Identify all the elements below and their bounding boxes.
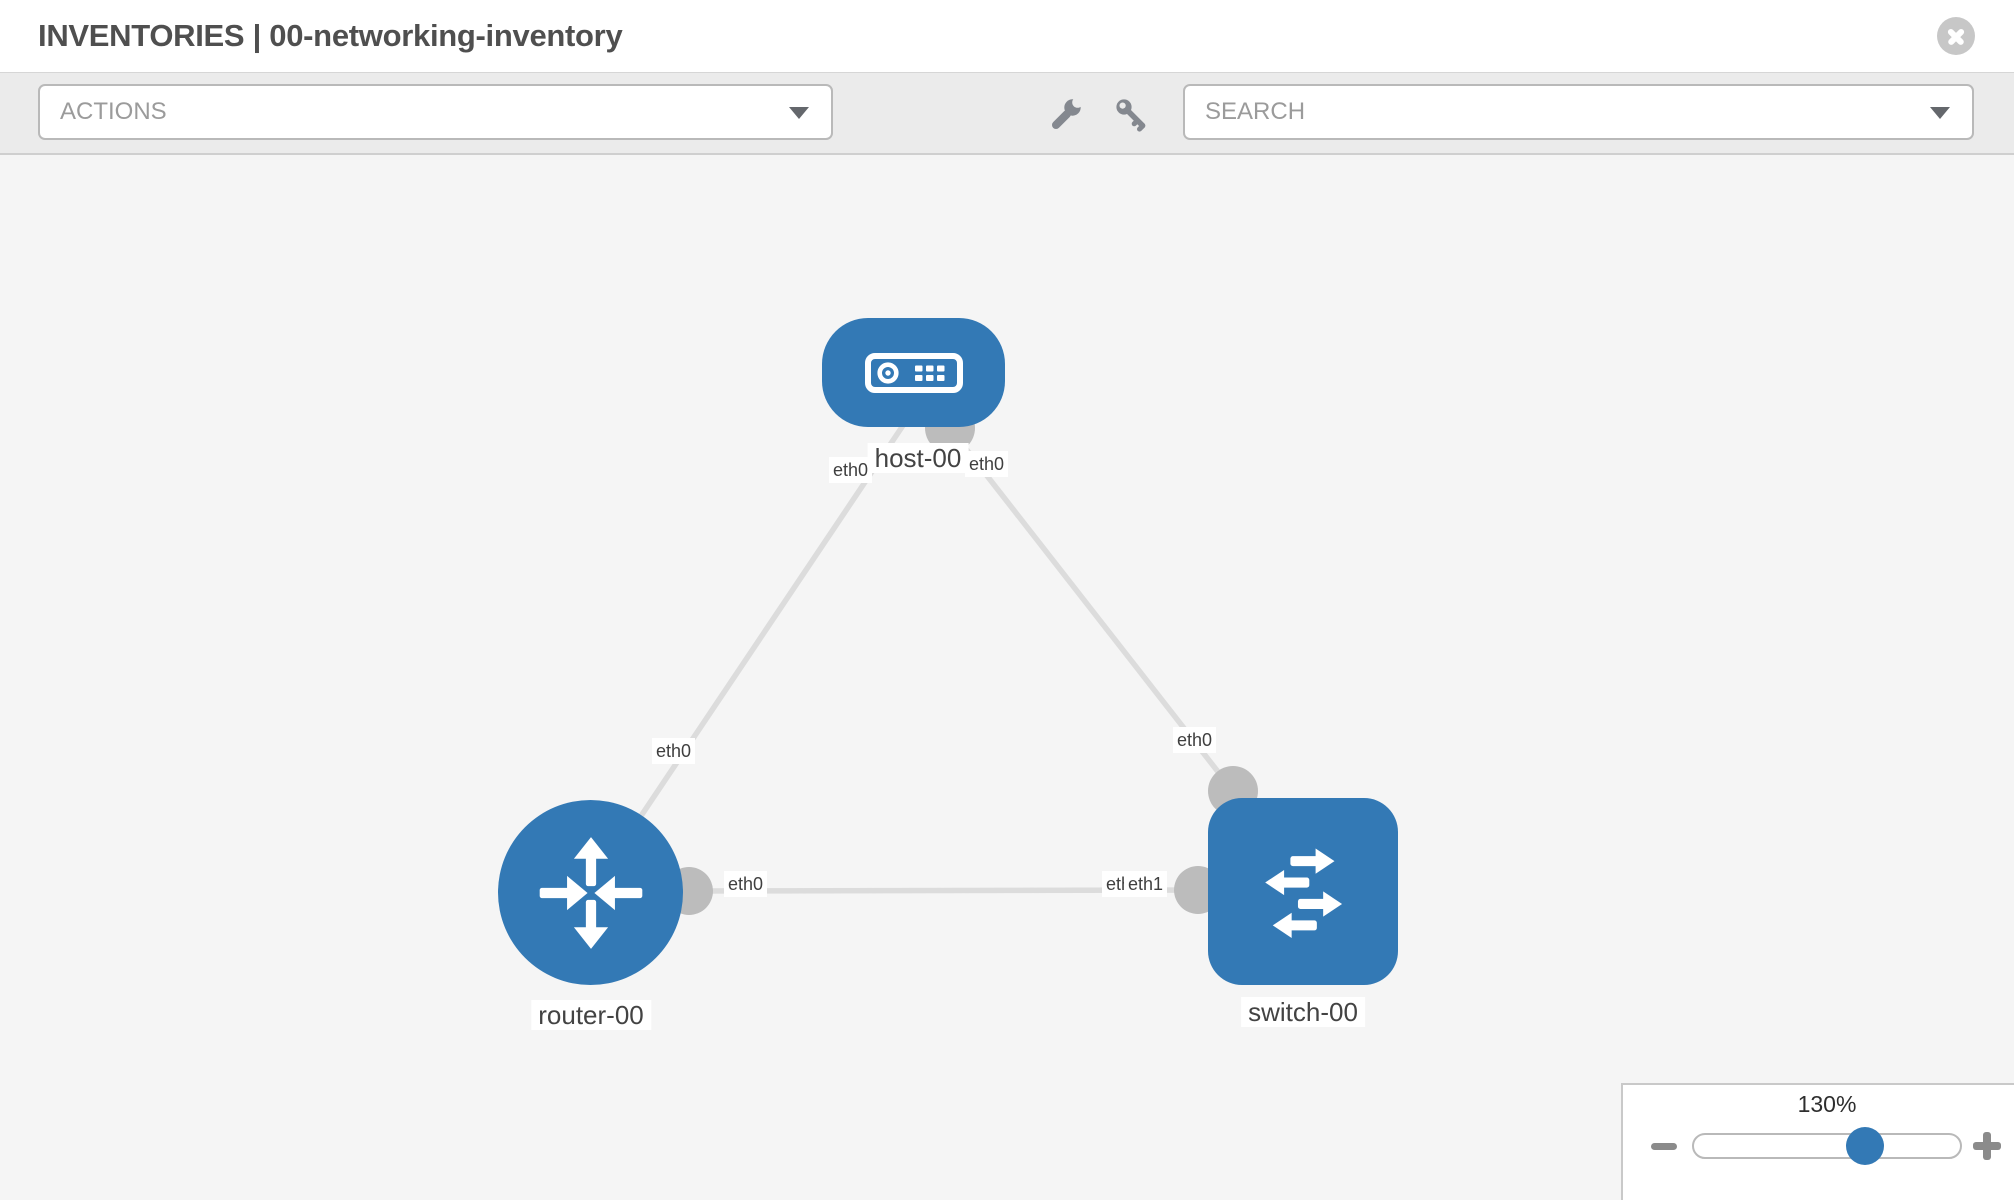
actions-dropdown-label: ACTIONS — [60, 98, 167, 125]
wrench-icon — [1052, 97, 1083, 129]
node-router-00[interactable] — [498, 800, 683, 985]
host-icon — [864, 352, 963, 393]
zoom-slider-thumb[interactable] — [1846, 1127, 1884, 1165]
link-host-router[interactable] — [587, 416, 911, 894]
interface-label-switch-top: eth0 — [1173, 727, 1217, 753]
switch-icon — [1265, 848, 1343, 938]
router-icon — [539, 836, 642, 949]
zoom-out-button[interactable] — [1643, 1129, 1685, 1163]
node-label-switch: switch-00 — [1241, 997, 1365, 1027]
zoom-slider-track[interactable] — [1692, 1133, 1962, 1159]
topology-canvas[interactable]: host-00 router-00 switch-00 eth0 eth0 et… — [0, 155, 2014, 1200]
node-host-00[interactable] — [822, 318, 1005, 427]
zoom-in-button[interactable] — [1965, 1125, 2009, 1167]
zoom-out-icon — [1651, 1143, 1677, 1150]
tools-wrench-button[interactable] — [1043, 91, 1089, 137]
page-title: INVENTORIES | 00-networking-inventory — [38, 18, 623, 53]
node-switch-00[interactable] — [1208, 798, 1398, 985]
interface-label-switch-left-eth1: eth1 — [1124, 871, 1168, 897]
interface-label-router-top: eth0 — [652, 738, 696, 764]
interface-label-router-right: eth0 — [724, 871, 768, 897]
search-dropdown[interactable]: SEARCH — [1183, 84, 1974, 140]
interface-label-host-right: eth0 — [965, 451, 1009, 477]
interface-label-host-left: eth0 — [829, 457, 873, 483]
credentials-key-button[interactable] — [1108, 91, 1154, 137]
chevron-down-icon — [789, 107, 809, 119]
toolbar: ACTIONS SEARCH — [0, 72, 2014, 155]
key-icon — [1116, 99, 1146, 132]
search-dropdown-label: SEARCH — [1205, 98, 1306, 125]
chevron-down-icon — [1930, 107, 1950, 119]
zoom-control-panel: 130% — [1621, 1083, 2014, 1200]
node-label-router: router-00 — [531, 1000, 651, 1030]
links-layer — [587, 411, 1236, 894]
actions-dropdown[interactable]: ACTIONS — [38, 84, 833, 140]
zoom-percentage: 130% — [1797, 1091, 1857, 1117]
node-label-host: host-00 — [867, 443, 969, 473]
close-button[interactable] — [1937, 17, 1975, 55]
modal-header: INVENTORIES | 00-networking-inventory — [0, 0, 2014, 72]
